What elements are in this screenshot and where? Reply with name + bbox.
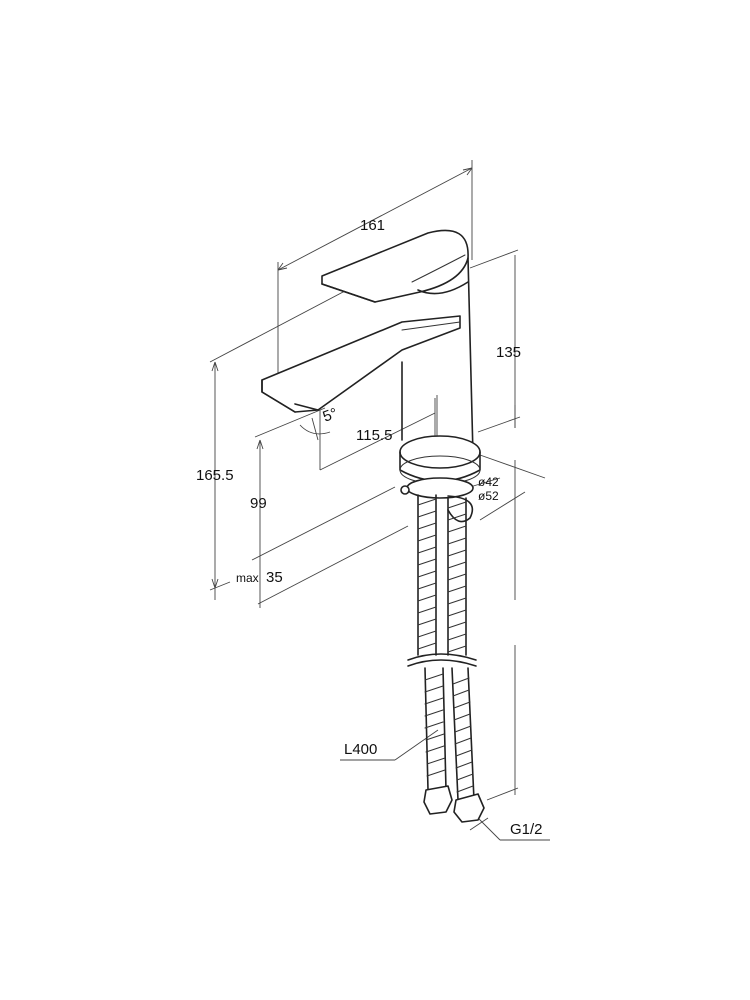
hose-length-label: L400 [344,741,377,758]
hose-fitting-right [453,793,485,823]
dim-ø52-label: ø52 [478,489,499,503]
dim-165-5-label: 165.5 [196,467,234,484]
dim-161-label: 161 [360,217,385,234]
dim-35-label: 35 [266,569,283,586]
dim-135-label: 135 [496,344,521,361]
thread-label: G1/2 [510,821,543,838]
hose-fitting-left [423,785,453,815]
dim-99-label: 99 [250,495,267,512]
dimension-labels: 161 135 115.5 165.5 99 max 35 5° ø42 ø52… [196,217,543,838]
dim-max-prefix: max [236,571,259,585]
flexible-hoses [407,494,485,823]
dimension-lines [209,160,550,841]
angle-label: 5° [321,405,340,426]
dim-ø42-label: ø42 [478,475,499,489]
faucet-body [261,229,481,523]
dim-115-5-label: 115.5 [356,427,392,444]
